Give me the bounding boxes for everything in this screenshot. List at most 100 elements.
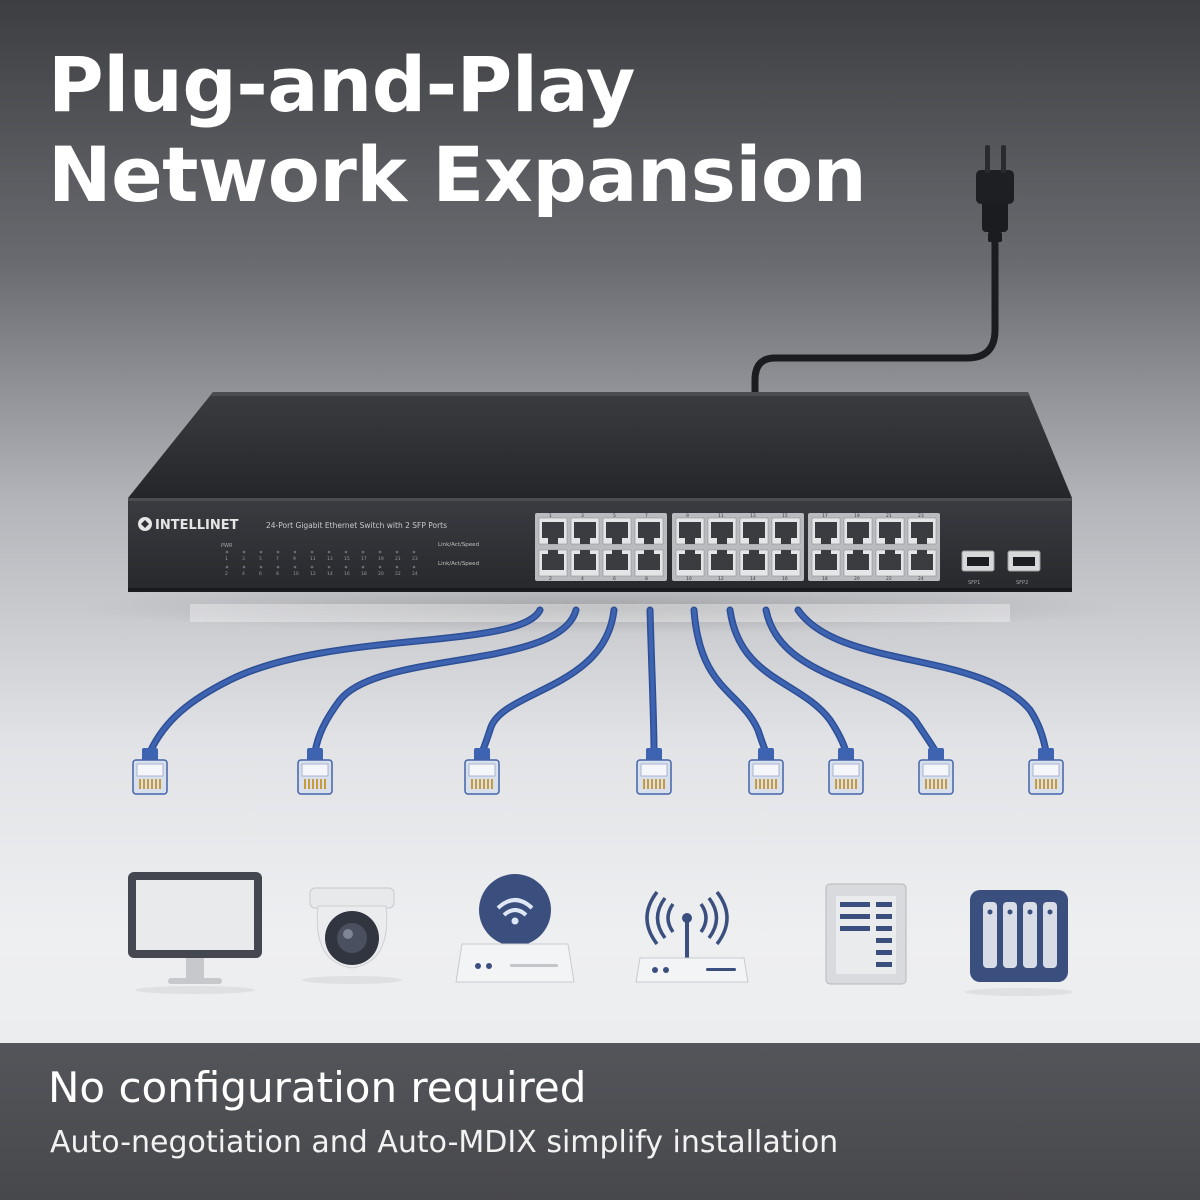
ethernet-cable	[146, 606, 544, 756]
rj45-port	[739, 549, 769, 577]
port-number-bottom: 8	[645, 576, 648, 582]
led-number-bottom: 12	[310, 571, 316, 577]
rj45-connector-icon	[297, 748, 333, 795]
rj45-connector-icon	[1028, 748, 1064, 795]
rj45-port	[602, 549, 632, 577]
rj45-port	[739, 517, 769, 545]
sfp2-label: SFP2	[1016, 580, 1028, 586]
led-pair: 56	[259, 550, 263, 577]
headline-line-1: Plug-and-Play	[48, 40, 635, 129]
pwr-label: PWR	[221, 543, 233, 549]
rj45-port	[907, 517, 937, 545]
led-number-bottom: 22	[395, 571, 401, 577]
led-pair: 13 14	[327, 550, 333, 577]
rj45-port	[570, 549, 600, 577]
switch-top	[128, 392, 1072, 498]
led-pair: 78	[276, 550, 280, 577]
rj45-connectors	[132, 748, 1064, 795]
rj45-port	[843, 549, 873, 577]
port-number-top: 3	[581, 513, 584, 519]
rj45-port	[538, 549, 568, 577]
port-number-bottom: 12	[718, 576, 724, 582]
rj45-connector-icon	[464, 748, 500, 795]
headline-line-2: Network Expansion	[48, 130, 867, 219]
port-number-bottom: 4	[581, 576, 584, 582]
port-number-bottom: 22	[886, 576, 892, 582]
port-number-top: 21	[886, 513, 892, 519]
led-pair: 21 22	[395, 550, 401, 577]
led-number-bottom: 10	[293, 571, 299, 577]
led-number-top: 5	[259, 556, 262, 562]
rj45-port	[771, 549, 801, 577]
monitor-icon	[128, 872, 262, 994]
rj45-port	[907, 549, 937, 577]
led-number-bottom: 24	[412, 571, 418, 577]
led-number-top: 13	[327, 556, 333, 562]
port-number-bottom: 10	[686, 576, 692, 582]
indicator-label-bottom: Link/Act/Speed	[438, 561, 479, 567]
led-number-top: 3	[242, 556, 245, 562]
server-icon	[825, 883, 907, 985]
led-number-top: 23	[412, 556, 418, 562]
led-number-bottom: 4	[242, 571, 245, 577]
rj45-port	[771, 517, 801, 545]
rj45-port	[707, 517, 737, 545]
port-number-top: 19	[854, 513, 860, 519]
nas-icon	[965, 890, 1073, 996]
led-number-bottom: 14	[327, 571, 333, 577]
port-number-bottom: 20	[854, 576, 860, 582]
rj45-port	[875, 517, 905, 545]
sfp-port-2: SFP2	[1007, 550, 1041, 586]
rj45-port	[875, 549, 905, 577]
led-number-bottom: 6	[259, 571, 262, 577]
rj45-port	[843, 517, 873, 545]
headline: Plug-and-Play Network Expansion	[48, 40, 867, 220]
led-number-bottom: 8	[276, 571, 279, 577]
led-number-top: 1	[225, 556, 228, 562]
sfp-port-1: SFP1	[961, 550, 995, 586]
port-number-bottom: 24	[918, 576, 924, 582]
product-scene: INTELLINET 24-Port Gigabit Ethernet Swit…	[80, 145, 1120, 996]
led-number-top: 21	[395, 556, 401, 562]
model-label: 24-Port Gigabit Ethernet Switch with 2 S…	[266, 521, 447, 530]
led-number-top: 9	[293, 556, 296, 562]
port-number-top: 7	[645, 513, 648, 519]
port-number-bottom: 16	[782, 576, 788, 582]
led-number-top: 15	[344, 556, 350, 562]
led-number-bottom: 18	[361, 571, 367, 577]
port-number-top: 9	[686, 513, 689, 519]
port-number-top: 1	[549, 513, 552, 519]
rj45-connector-icon	[132, 748, 168, 795]
rj45-connector-icon	[918, 748, 954, 795]
port-number-top: 23	[918, 513, 924, 519]
led-number-bottom: 20	[378, 571, 384, 577]
port-number-top: 17	[822, 513, 828, 519]
led-pair: 34	[242, 550, 246, 577]
led-pair: 9 10	[293, 550, 299, 577]
port-group: 17 18 19 20 21 22 23 24	[808, 513, 940, 582]
plug-icon	[982, 200, 1008, 232]
port-number-top: 15	[782, 513, 788, 519]
led-number-top: 7	[276, 556, 279, 562]
led-pair: 23 24	[412, 550, 418, 577]
brand-logo: INTELLINET	[138, 517, 239, 533]
rj45-port	[538, 517, 568, 545]
rj45-port	[707, 549, 737, 577]
led-number-top: 19	[378, 556, 384, 562]
rj45-port	[811, 549, 841, 577]
led-number-top: 11	[310, 556, 316, 562]
sfp1-label: SFP1	[968, 580, 980, 586]
port-number-top: 13	[750, 513, 756, 519]
led-pair: 11 12	[310, 550, 316, 577]
rj45-port	[634, 517, 664, 545]
led-pair: 12	[225, 550, 229, 577]
port-number-bottom: 18	[822, 576, 828, 582]
camera-icon	[302, 887, 402, 984]
port-number-bottom: 14	[750, 576, 756, 582]
rj45-port	[570, 517, 600, 545]
